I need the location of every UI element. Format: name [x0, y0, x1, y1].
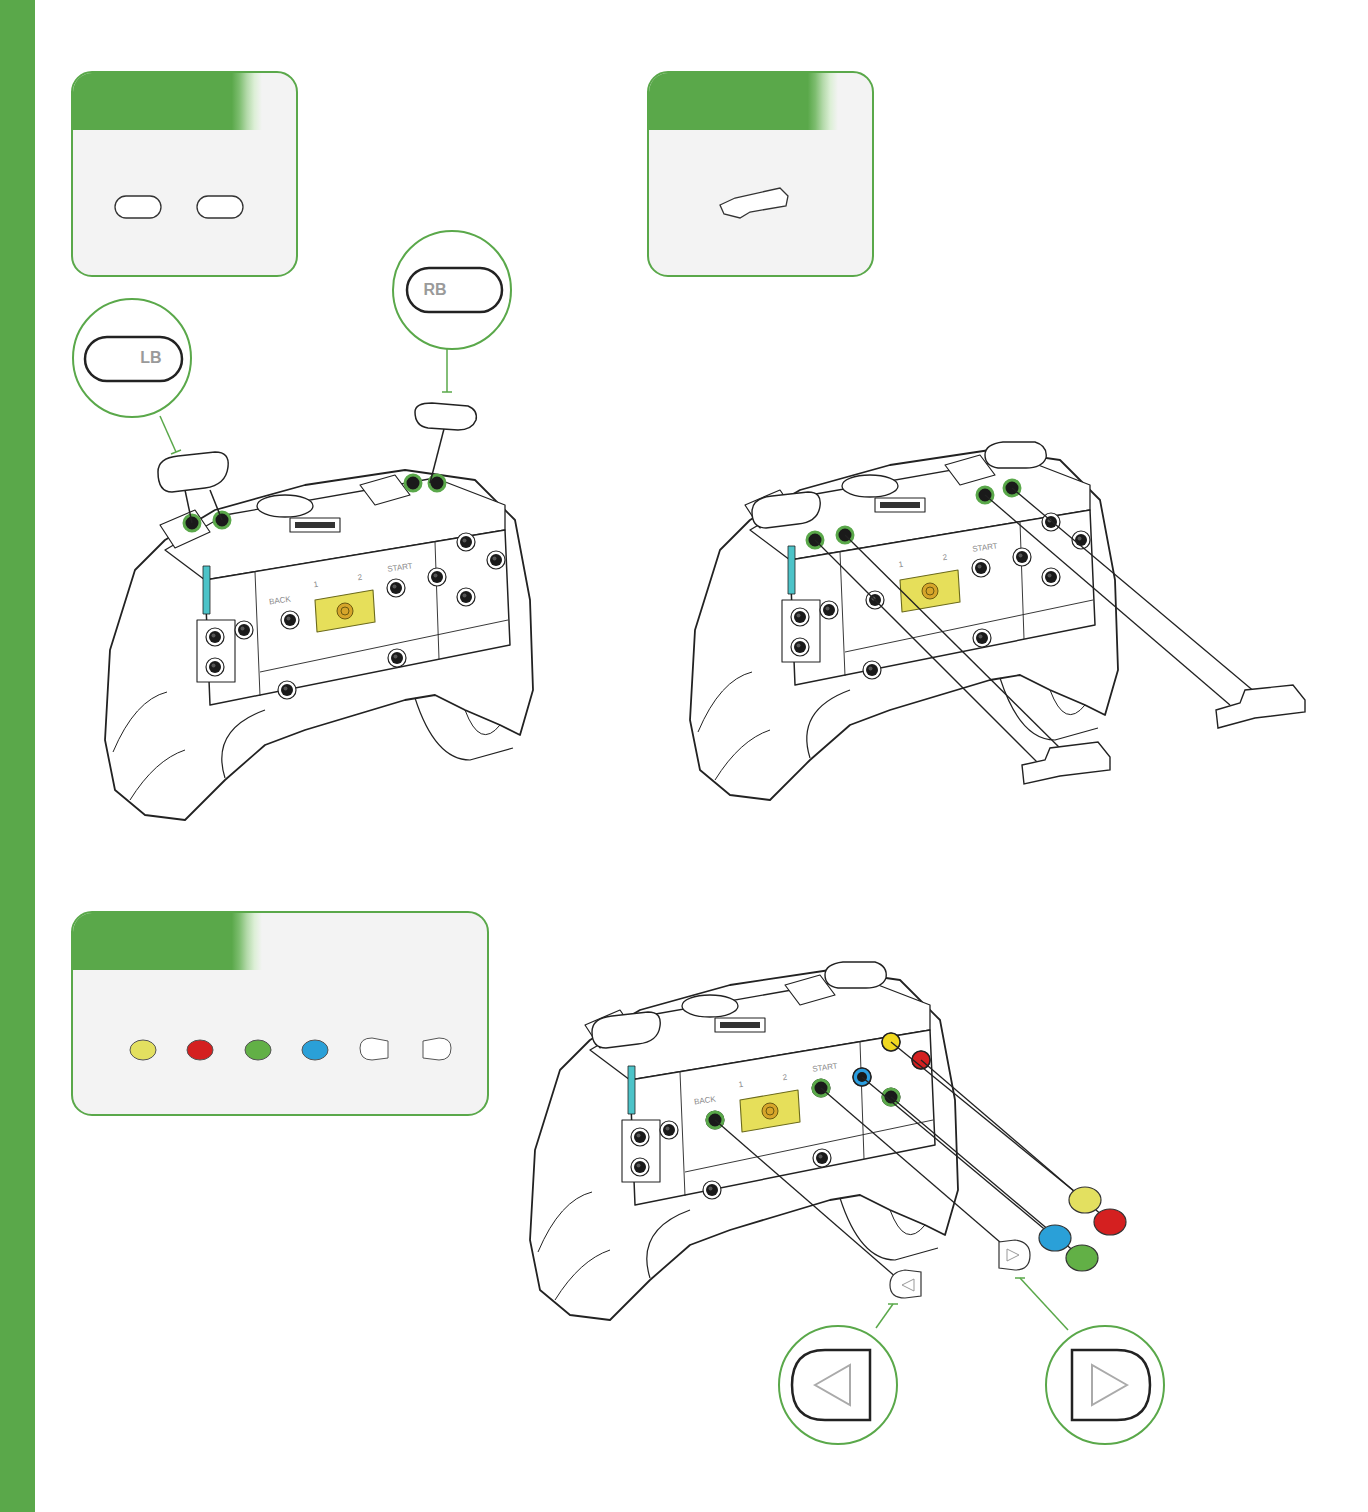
printed-marking: 1 [898, 561, 904, 570]
button-legend: RB [423, 282, 446, 298]
printed-marking: 1 [738, 1081, 744, 1090]
printed-marking: 2 [357, 574, 363, 583]
printed-marking: 1 [313, 581, 319, 590]
printed-marking: 2 [942, 554, 948, 563]
button-legend: LB [140, 350, 161, 366]
printed-marking: 2 [782, 1074, 788, 1083]
